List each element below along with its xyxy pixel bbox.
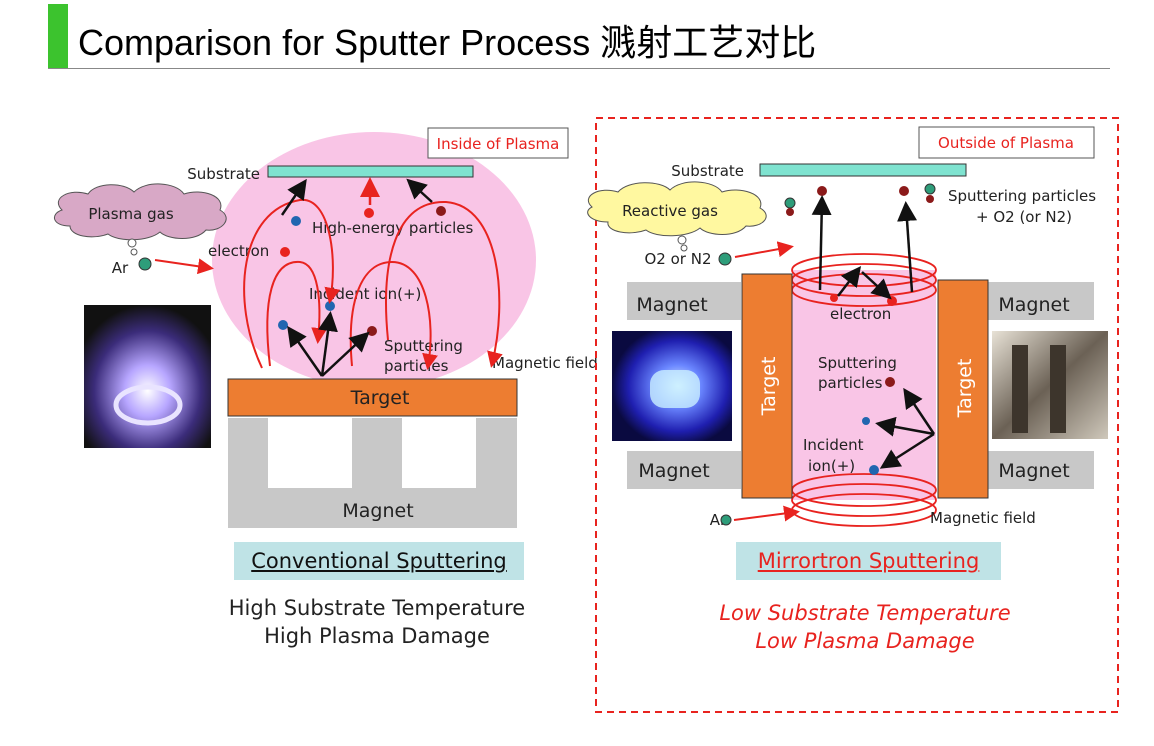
conventional-diagram: Inside of Plasma Substrate Plasma gas Ar…	[54, 127, 598, 528]
particle-dot-right	[885, 377, 895, 387]
magnet-top-left	[627, 282, 741, 320]
sputtering-label-right-1: Sputtering	[818, 354, 897, 372]
magnet-left	[228, 418, 517, 528]
gas-dot-6	[926, 195, 934, 203]
particle-arrows-left	[280, 177, 433, 377]
mirrortron-diagram: Outside of Plasma Substrate Reactive gas…	[587, 117, 1119, 713]
reactive-gas-cloud	[587, 181, 767, 252]
outside-plasma-label: Outside of Plasma	[938, 134, 1074, 152]
plasma-ring	[113, 384, 183, 426]
o2n2-dot	[718, 252, 732, 266]
high-energy-label: High-energy particles	[312, 219, 473, 237]
inside-plasma-box	[427, 127, 569, 159]
particle-dot-3	[367, 326, 377, 336]
device-slot-2	[1050, 345, 1066, 433]
outside-plasma-box	[918, 126, 1095, 159]
electron-dot	[280, 247, 290, 257]
mirrortron-frame	[595, 117, 1119, 713]
gas-dot-2	[786, 208, 794, 216]
substrate-right	[759, 163, 967, 177]
gas-dot-5	[924, 183, 936, 195]
mirrortron-desc-2: Low Plasma Damage	[755, 629, 975, 653]
gas-dot-4	[899, 186, 909, 196]
title-divider	[48, 68, 1110, 69]
ion-dot-2	[325, 301, 335, 311]
ar-arrow-right	[733, 505, 800, 522]
magnet-bottom-right	[988, 451, 1094, 489]
sp-particles-label-1: Sputtering particles	[948, 187, 1096, 205]
device-slot-1	[1012, 345, 1028, 433]
target-right-plate	[937, 279, 989, 499]
conventional-caption: Conventional Sputtering	[234, 542, 524, 580]
magnet-label-tl: Magnet	[636, 294, 707, 316]
chamber-plasma	[792, 270, 936, 500]
sp-particles-label-2: + O2 (or N2)	[976, 208, 1072, 226]
magnet-label-bl: Magnet	[638, 460, 709, 482]
plasma-gas-cloud	[54, 183, 227, 256]
sputtering-label-right-2: particles	[818, 374, 883, 392]
ar-dot-right	[720, 514, 732, 526]
o2n2-arrow	[734, 241, 794, 258]
particle-dot-1	[364, 208, 374, 218]
electron-dot-right-2	[887, 296, 897, 306]
title-accent-bar	[48, 4, 68, 68]
mirrortron-desc-1: Low Substrate Temperature	[719, 601, 1011, 625]
ion-dot-right-2	[869, 465, 879, 475]
incident-label-right-1: Incident	[803, 436, 864, 454]
electron-dot-right-1	[830, 294, 838, 302]
ar-dot-left	[138, 257, 152, 271]
target-label-r2: Target	[954, 359, 976, 419]
target-label-left: Target	[350, 387, 410, 409]
magnetic-field-label-right: Magnetic field	[930, 509, 1036, 527]
plasma-core	[650, 370, 700, 408]
gas-dot-1	[784, 197, 796, 209]
incident-ion-label-left: Incident ion(+)	[309, 285, 421, 303]
electron-label-right: electron	[830, 305, 891, 323]
target-label-r1: Target	[758, 357, 780, 417]
plasma-gas-label: Plasma gas	[88, 205, 174, 223]
plasma-photo-left	[84, 305, 211, 448]
reactive-gas-label: Reactive gas	[622, 202, 718, 220]
electron-label-left: electron	[208, 242, 269, 260]
magnet-label-left: Magnet	[342, 500, 413, 522]
target-left	[227, 378, 518, 417]
ar-label-right: Ar	[710, 511, 727, 529]
page-title: Comparison for Sputter Process 溅射工艺对比	[78, 22, 817, 63]
gas-dot-3	[817, 186, 827, 196]
ion-dot-1	[291, 216, 301, 226]
sputtering-label-left-2: particles	[384, 357, 449, 375]
magnet-top-right	[988, 282, 1094, 320]
o2n2-label: O2 or N2	[645, 250, 712, 268]
magnet-label-tr: Magnet	[998, 294, 1069, 316]
sputtering-label-left-1: Sputtering	[384, 337, 463, 355]
conventional-desc-2: High Plasma Damage	[264, 624, 490, 648]
inside-plasma-label: Inside of Plasma	[437, 135, 560, 153]
magnet-label-br: Magnet	[998, 460, 1069, 482]
conventional-desc-1: High Substrate Temperature	[228, 596, 526, 620]
incident-label-right-2: ion(+)	[808, 457, 855, 475]
ar-arrow-left	[154, 258, 214, 275]
magnet-bottom-left	[627, 451, 741, 489]
target-left-plate	[741, 273, 793, 499]
ion-dot-3	[278, 320, 288, 330]
ar-label-left: Ar	[112, 259, 129, 277]
substrate-label: Substrate	[187, 165, 260, 183]
ion-dot-right-1	[862, 417, 870, 425]
particle-arrows-right	[811, 195, 936, 469]
particle-dot-2	[436, 206, 446, 216]
magnetic-field-label-left: Magnetic field	[492, 354, 598, 372]
substrate	[267, 165, 474, 178]
mirrortron-caption: Mirrortron Sputtering	[736, 542, 1001, 580]
substrate-label-right: Substrate	[671, 162, 744, 180]
